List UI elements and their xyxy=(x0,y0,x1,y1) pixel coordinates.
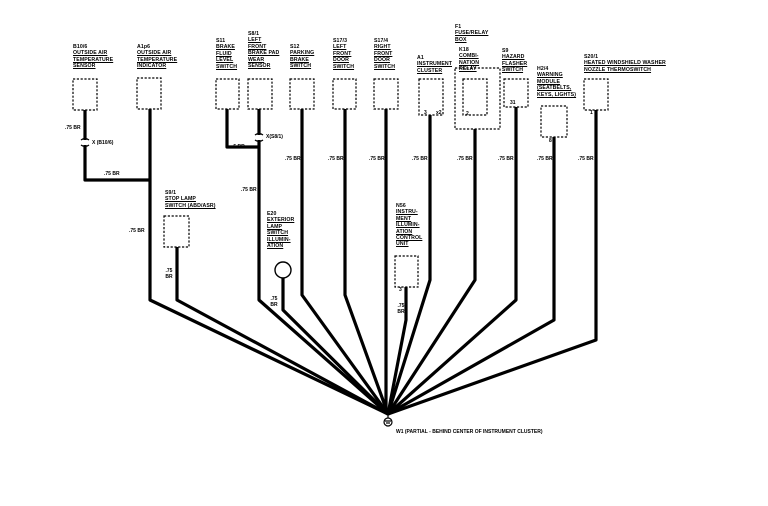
label-s12: S12 PARKING BRAKE SWITCH xyxy=(290,44,315,70)
label-s17-3: S17/3 LEFT FRONT DOOR SWITCH xyxy=(333,38,355,70)
connector-label-x-s8-1: X(S8/1) xyxy=(266,134,283,140)
a1-box xyxy=(418,78,444,116)
wire-label-s17-3: .75 BR xyxy=(328,156,344,162)
label-k18: K18 COMBI- NATION RELAY xyxy=(459,47,480,73)
label-s20-1: S20/1 HEATED WINDSHIELD WASHER NOZZLE TH… xyxy=(584,54,666,73)
label-b10-6: B10/6 OUTSIDE AIR TEMPERATURE SENSOR xyxy=(73,44,114,70)
wire-s8-1 xyxy=(257,109,390,416)
label-a1p6: A1p6 OUTSIDE AIR TEMPERATURE INDICATOR xyxy=(137,44,178,70)
e20-bulb-icon xyxy=(274,261,292,279)
n56-box xyxy=(394,255,419,288)
s9-box xyxy=(503,78,529,108)
label-s8-1: S8/1 LEFT FRONT BRAKE PAD WEAR SENSOR xyxy=(248,31,280,70)
wire-n56 xyxy=(386,287,408,415)
pin-a1-3: 3 xyxy=(424,110,427,116)
wire-label-b10-low: .75 BR xyxy=(104,171,120,177)
s8-1-box xyxy=(247,78,273,110)
pin-h2-4-8: 8 xyxy=(549,138,552,144)
pin-s20-1-1: 1 xyxy=(590,110,593,116)
wire-s12 xyxy=(300,109,390,415)
wire-label-s9-1: .75 BR xyxy=(165,268,173,280)
wire-label-s9: .75 BR xyxy=(498,156,514,162)
wire-a1p6 xyxy=(148,109,389,416)
wire-label-h2-4: .75 BR xyxy=(537,156,553,162)
pin-f1-2: 2 xyxy=(466,111,469,117)
wire-label-n56: .75 BR xyxy=(397,303,405,315)
a1p6-box xyxy=(136,77,162,110)
wire-s9 xyxy=(386,107,518,416)
label-s9-1: S9/1 STOP LAMP SWITCH (ABD/ASR) xyxy=(165,190,216,209)
ground-w1-label: W1 (PARTIAL - BEHIND CENTER OF INSTRUMEN… xyxy=(396,429,542,435)
label-s11: S11 BRAKE FLUID LEVEL SWITCH xyxy=(216,38,238,70)
pin-n56-3: 3 xyxy=(399,287,402,293)
connector-label-x-b10-6: X (B10/6) xyxy=(92,140,114,146)
wire-b10-6 xyxy=(83,110,150,182)
wire-s17-3 xyxy=(343,109,390,415)
s12-box xyxy=(289,78,315,110)
f1-box xyxy=(454,67,501,130)
b10-6-box xyxy=(72,78,98,111)
label-s17-4: S17/4 RIGHT FRONT DOOR SWITCH xyxy=(374,38,396,70)
wire-label-s17-4: .75 BR xyxy=(369,156,385,162)
wire-label-e20: .75 BR xyxy=(270,296,278,308)
h2-4-box xyxy=(540,105,568,138)
wire-label-a1p6: .75 BR xyxy=(129,228,145,234)
label-f1: F1 FUSE/RELAY BOX xyxy=(455,24,489,43)
wire-label-s20-1: .75 BR xyxy=(578,156,594,162)
pin-s9-31: 31 xyxy=(510,100,516,106)
label-h2-4: H2/4 WARNING MODULE (SEATBELTS, KEYS, LI… xyxy=(537,66,577,98)
label-a1: A1 INSTRUMENT CLUSTER xyxy=(417,55,453,74)
s17-4-box xyxy=(373,78,399,110)
wire-label-a1: .75 BR xyxy=(412,156,428,162)
wire-label-s8-1: .75 BR xyxy=(241,187,257,193)
s20-1-box xyxy=(583,78,609,111)
wire-f1 xyxy=(386,129,477,415)
wire-s11 xyxy=(225,109,259,149)
k18-box xyxy=(462,78,488,116)
wire-a1 xyxy=(386,115,432,415)
wire-s9-1 xyxy=(175,247,389,416)
label-e20: E20 EXTERIOR LAMP SWITCH ILLUMIN- ATION xyxy=(267,211,295,250)
ground-code: W1 xyxy=(396,429,404,435)
s17-3-box xyxy=(332,78,357,110)
ground-description: (PARTIAL - BEHIND CENTER OF INSTRUMENT C… xyxy=(404,429,543,435)
wire-label-b10-6: .75 BR xyxy=(65,125,81,131)
s9-1-box xyxy=(163,215,190,248)
wire-label-s12: .75 BR xyxy=(285,156,301,162)
pin-a1-x2: x2 xyxy=(436,110,442,116)
s11-box xyxy=(215,78,240,110)
label-s9: S9 HAZARD FLASHER SWITCH xyxy=(502,48,528,74)
wire-label-s11: .5 BR xyxy=(232,144,245,150)
wire-e20 xyxy=(281,278,390,416)
label-n56: N56 INSTRU- MENT ILLUMIN- ATION CONTROL … xyxy=(396,203,423,248)
ground-w1-icon xyxy=(383,414,393,427)
wire-label-f1: .75 BR xyxy=(457,156,473,162)
wire-h2-4 xyxy=(387,137,556,416)
wire-s20-1 xyxy=(387,110,598,416)
